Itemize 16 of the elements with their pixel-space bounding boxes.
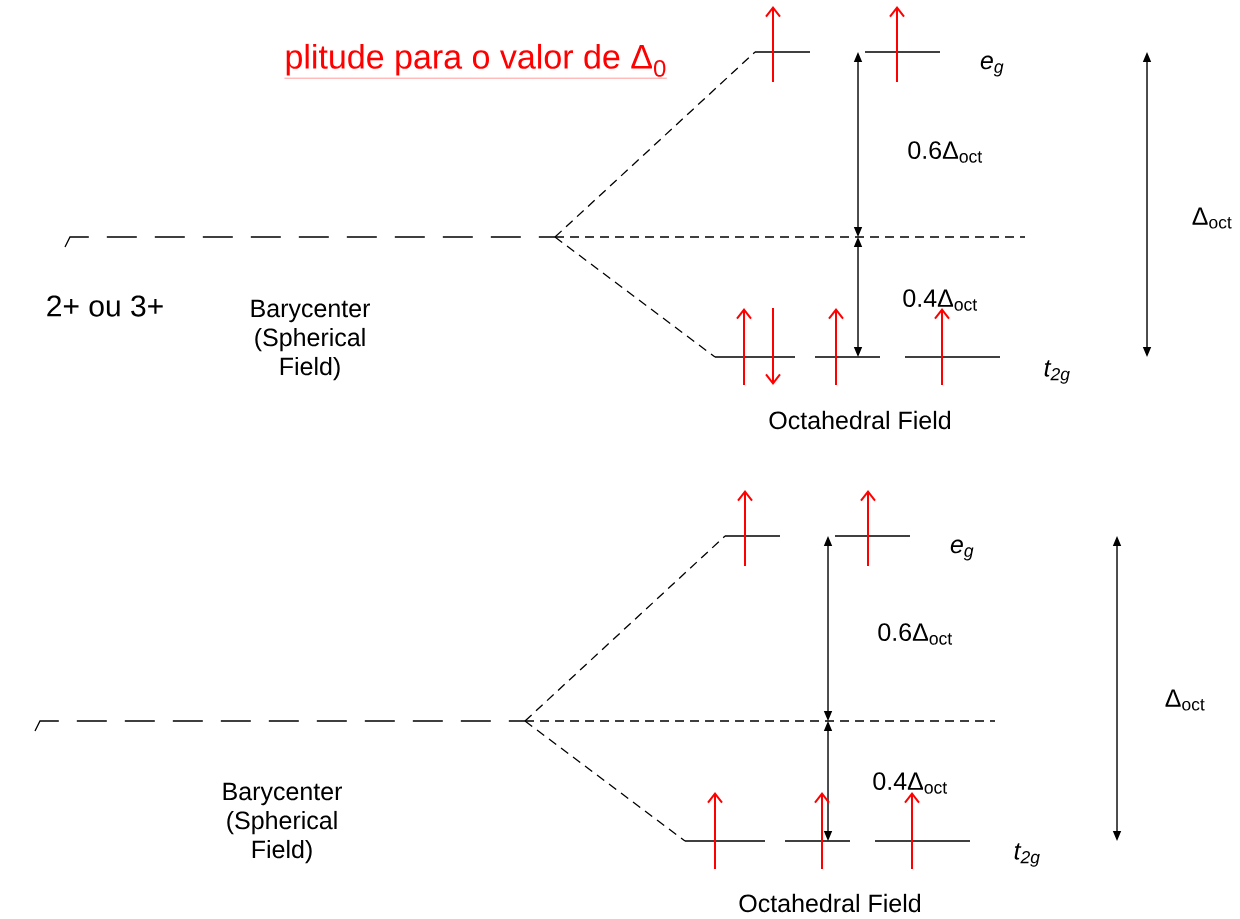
barycenter-label: Barycenter (Spherical Field): [251, 299, 370, 381]
level-label: e$_{g}$: [980, 55, 1004, 77]
level-label: e$_{g}$: [950, 539, 974, 561]
barycenter-label: Barycenter (Spherical Field): [223, 782, 342, 864]
dimension-label: 0.4Δ$_{oct}$: [903, 289, 978, 311]
level-label: t$_{2g}$: [1044, 360, 1070, 384]
dimension-label: Δ$_{oct}$: [1192, 207, 1232, 229]
charge-label: 2+ ou 3+: [47, 295, 163, 317]
dimension-label: 0.4Δ$_{oct}$: [873, 772, 948, 794]
level-label: t$_{2g}$: [1014, 843, 1040, 867]
dimension-label: 0.6Δ$_{oct}$: [908, 141, 983, 163]
field-label: Octahedral Field: [769, 410, 951, 430]
title: plitude para o valor de Δ$_{0}$: [284, 43, 667, 79]
dimension-label: Δ$_{oct}$: [1165, 689, 1205, 711]
dimension-label: 0.6Δ$_{oct}$: [878, 623, 953, 645]
field-label: Octahedral Field: [739, 893, 921, 913]
